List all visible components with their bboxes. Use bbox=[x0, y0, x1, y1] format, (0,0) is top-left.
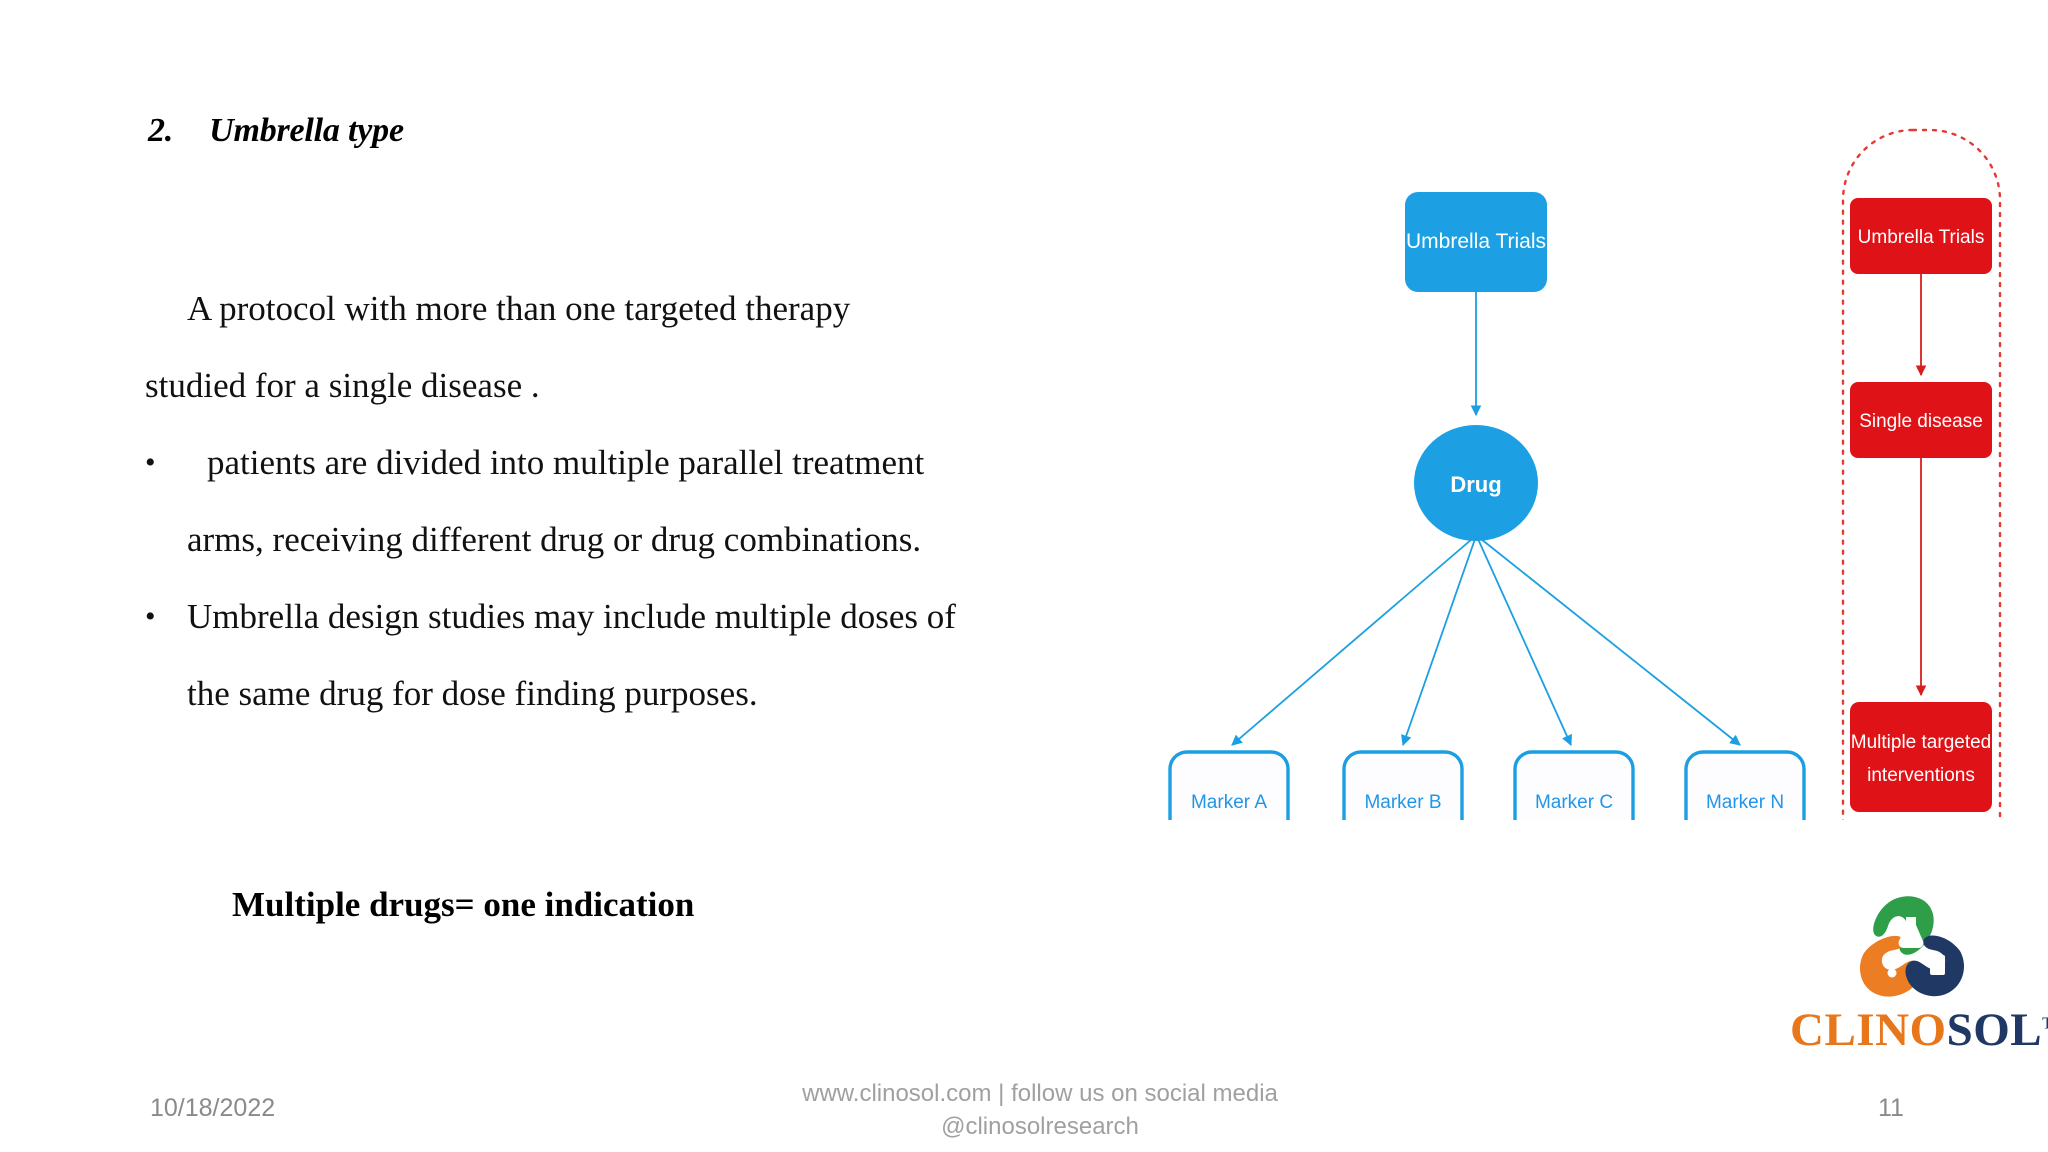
edge-drug-to-marker-c bbox=[1477, 538, 1572, 746]
red-step-umbrella-trials: Umbrella Trials bbox=[1850, 198, 1992, 274]
clinosol-logo: CLINOSOLTM bbox=[1790, 895, 2048, 1070]
three-hands-icon bbox=[1852, 895, 1972, 1007]
blue-root-label: Umbrella Trials bbox=[1406, 230, 1546, 253]
footer-date: 10/18/2022 bbox=[150, 1094, 276, 1122]
umbrella-trial-diagram: Umbrella Trials Drug Marker A Sub Study … bbox=[1150, 120, 2048, 820]
flask-icon bbox=[1898, 917, 1924, 949]
marker-box-n: Marker N Sub Study N bbox=[1684, 750, 1806, 820]
red-step-label: Umbrella Trials bbox=[1858, 227, 1985, 248]
edge-drug-to-marker-b bbox=[1401, 538, 1476, 747]
bullet-dot-icon: • bbox=[145, 446, 156, 479]
intro-paragraph-text: A protocol with more than one targeted t… bbox=[145, 289, 851, 405]
drug-node-label: Drug bbox=[1450, 472, 1501, 497]
edge-drug-to-marker-a bbox=[1231, 538, 1473, 746]
marker-label: Marker B bbox=[1364, 792, 1441, 813]
footer-website: www.clinosol.com | follow us on social m… bbox=[730, 1077, 1350, 1143]
list-item: • Umbrella design studies may include mu… bbox=[145, 578, 975, 732]
marker-label: Marker N bbox=[1706, 792, 1784, 813]
blue-root-box bbox=[1405, 192, 1547, 292]
list-item-text: patients are divided into multiple paral… bbox=[187, 443, 925, 559]
red-step-label-line1: Multiple targeted bbox=[1851, 732, 1991, 753]
heading-number: 2. bbox=[148, 112, 174, 149]
closing-statement: Multiple drugs= one indication bbox=[232, 885, 695, 924]
red-step-label-line2: interventions bbox=[1867, 765, 1975, 786]
page-number: 11 bbox=[1878, 1094, 1904, 1122]
red-step-single-disease: Single disease bbox=[1850, 382, 1992, 458]
logo-wordmark: CLINOSOLTM bbox=[1790, 1003, 2048, 1057]
heading-label: Umbrella type bbox=[209, 112, 404, 149]
list-item-text: Umbrella design studies may include mult… bbox=[187, 597, 956, 713]
footer-website-line1: www.clinosol.com | follow us on social m… bbox=[802, 1080, 1278, 1107]
red-step-multiple-targeted-interventions: Multiple targeted interventions bbox=[1850, 702, 1992, 812]
bullet-dot-icon: • bbox=[145, 600, 156, 633]
drop-icon bbox=[1887, 968, 1897, 978]
trademark-symbol: TM bbox=[2042, 1013, 2048, 1033]
logo-word-sol: SOL bbox=[1946, 1004, 2043, 1056]
hand-navy bbox=[1905, 935, 1964, 997]
edge-drug-to-marker-n bbox=[1480, 538, 1741, 746]
marker-label: Marker A bbox=[1191, 792, 1267, 813]
page-title: 2. Umbrella type bbox=[148, 112, 404, 150]
marker-box-a: Marker A Sub Study A bbox=[1168, 750, 1290, 820]
marker-box-b: Marker B Sub Study B bbox=[1342, 750, 1464, 820]
hand-orange bbox=[1860, 935, 1921, 997]
footer-website-line2: @clinosolresearch bbox=[941, 1113, 1139, 1140]
red-step-label: Single disease bbox=[1859, 411, 1983, 432]
marker-box-c: Marker C Sub Study C bbox=[1513, 750, 1635, 820]
bullet-list: • patients are divided into multiple par… bbox=[145, 424, 975, 732]
logo-word-clino: CLINO bbox=[1790, 1004, 1947, 1056]
red-panel-border bbox=[1841, 128, 2002, 820]
marker-label: Marker C bbox=[1535, 792, 1613, 813]
list-item: • patients are divided into multiple par… bbox=[145, 424, 975, 578]
vial-icon bbox=[1930, 955, 1945, 975]
intro-paragraph: A protocol with more than one targeted t… bbox=[145, 270, 915, 424]
drug-node bbox=[1414, 425, 1538, 541]
